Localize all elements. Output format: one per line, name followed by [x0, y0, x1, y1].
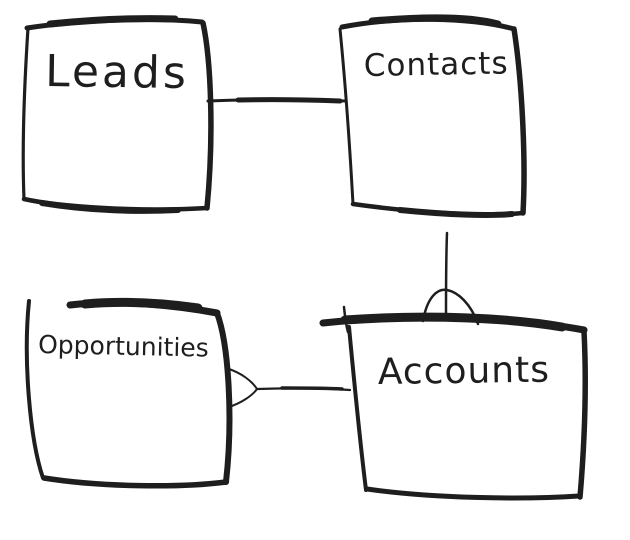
contacts-box-left-edge — [338, 27, 355, 206]
node-leads: Leads — [21, 15, 214, 214]
opportunities-box-right-edge — [214, 310, 233, 485]
opportunities-box-bottom-edge — [41, 475, 229, 489]
node-opportunities: Opportunities — [24, 297, 233, 489]
crows-foot-bottom-prong — [228, 388, 258, 408]
leads-box-left-edge — [21, 26, 30, 201]
accounts-box-top-edge-pressure — [340, 312, 567, 332]
node-contacts-label: Contacts — [364, 45, 509, 84]
leads-box-right-edge — [200, 20, 214, 211]
contacts-box-bottom-edge-pressure — [397, 207, 515, 218]
edge-contacts-accounts-line — [444, 231, 449, 315]
node-leads-label: Leads — [45, 46, 189, 99]
node-accounts-label: Accounts — [378, 350, 551, 393]
leads-box-bottom-edge-pressure — [39, 200, 181, 214]
contacts-box-top-edge-pressure — [368, 14, 502, 28]
edge-opportunities-accounts-line-pressure — [280, 386, 344, 391]
opportunities-box-top-edge-pressure — [80, 297, 203, 313]
contacts-box-right-edge — [511, 26, 527, 216]
accounts-box-left-edge — [347, 325, 368, 492]
arch-marker — [421, 288, 480, 326]
crows-foot-top-prong — [228, 368, 258, 390]
edge-leads-contacts — [206, 97, 348, 104]
opportunities-box-left-edge — [24, 299, 45, 480]
leads-box-top-edge-pressure — [46, 15, 179, 28]
node-contacts: Contacts — [338, 14, 527, 218]
accounts-box-bottom-edge — [364, 486, 582, 501]
edge-opportunities-accounts — [228, 368, 352, 408]
accounts-box-right-edge — [577, 328, 588, 500]
node-opportunities-label: Opportunities — [38, 330, 209, 363]
node-accounts: Accounts — [319, 305, 588, 501]
edge-leads-contacts-line-pressure — [235, 97, 343, 104]
edge-contacts-accounts — [421, 231, 480, 326]
